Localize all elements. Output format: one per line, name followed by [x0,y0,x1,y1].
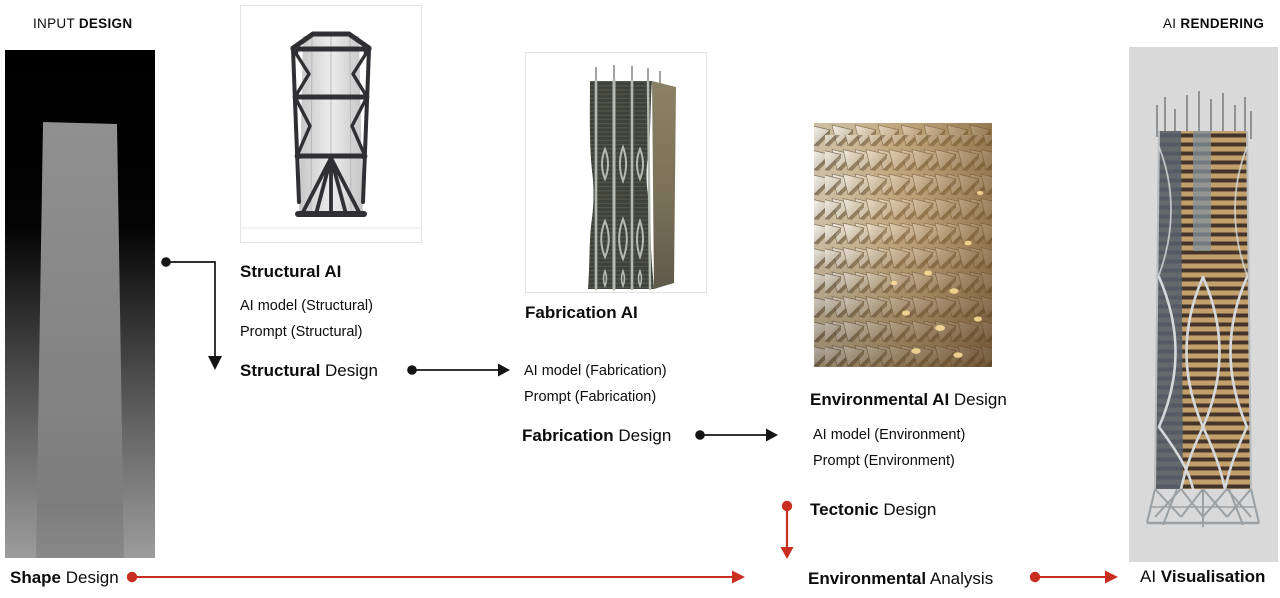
ai-visualisation-bold: Visualisation [1160,567,1266,586]
environmental-prompt-label: Prompt (Environment) [813,452,955,470]
fabrication-prompt-text: Prompt (Fabrication) [524,389,657,405]
tectonic-design-label: Tectonic Design [810,499,936,520]
ai-visualisation-label: AI Visualisation [1140,566,1265,587]
environmental-analysis-label: Environmental Analysis [808,568,993,589]
structural-model-text: AI model (Structural) [240,298,373,314]
environmental-ai-image-svg [808,123,992,367]
structural-ai-image-svg [241,6,421,242]
ai-rendering-header: AI RENDERING [1163,16,1264,33]
environmental-ai-title-regular: Design [953,390,1007,409]
structural-design-regular: Design [325,361,378,380]
ai-visualisation-regular: AI [1140,567,1157,586]
ai-rendering-header-bold: RENDERING [1180,16,1265,31]
input-design-header-bold: DESIGN [78,16,133,31]
environmental-analysis-bold: Environmental [808,569,927,588]
shape-design-image-svg [5,50,155,558]
arrow-input-to-structural-design [161,257,222,370]
input-design-header: INPUT DESIGN [33,16,132,33]
fabrication-design-label: Fabrication Design [522,425,671,446]
environmental-prompt-text: Prompt (Environment) [813,453,955,469]
structural-prompt-text: Prompt (Structural) [240,324,363,340]
ai-rendering-image [1129,47,1278,562]
structural-model-label: AI model (Structural) [240,297,373,315]
environmental-ai-title-bold: Environmental AI [810,390,950,409]
arrow-structural-to-fabrication [407,363,510,377]
fabrication-design-bold: Fabrication [522,426,614,445]
structural-design-label: Structural Design [240,360,378,381]
fabrication-model-text: AI model (Fabrication) [524,363,667,379]
shape-design-label: Shape Design [10,567,119,588]
structural-ai-title-text: Structural AI [240,262,342,281]
structural-prompt-label: Prompt (Structural) [240,323,362,341]
fabrication-ai-title: Fabrication AI [525,302,638,323]
structural-design-bold: Structural [240,361,321,380]
shape-design-regular: Design [65,568,119,587]
shape-design-bold: Shape [10,568,62,587]
fabrication-model-label: AI model (Fabrication) [524,362,667,380]
arrow-shape-to-analysis [126,570,745,584]
tectonic-design-regular: Design [883,500,937,519]
structural-ai-image [240,5,422,243]
arrow-fabrication-to-environmental [695,428,778,442]
environmental-ai-image [808,123,992,367]
fabrication-ai-image [525,52,707,293]
tectonic-design-bold: Tectonic [810,500,879,519]
fabrication-design-regular: Design [618,426,672,445]
environmental-analysis-regular: Analysis [929,569,994,588]
ai-rendering-header-regular: AI [1163,16,1177,31]
shape-design-image [5,50,155,558]
environmental-model-text: AI model (Environment) [813,427,966,443]
input-design-header-regular: INPUT [33,16,75,31]
arrow-analysis-to-visualisation [1029,570,1118,584]
fabrication-ai-image-svg [526,53,706,292]
fabrication-prompt-label: Prompt (Fabrication) [524,388,656,406]
environmental-ai-title: Environmental AI Design [810,389,1007,410]
structural-ai-title: Structural AI [240,261,341,282]
fabrication-ai-title-text: Fabrication AI [525,303,638,322]
ai-rendering-image-svg [1129,47,1278,562]
arrow-tectonic-to-analysis [780,500,794,559]
environmental-model-label: AI model (Environment) [813,426,965,444]
